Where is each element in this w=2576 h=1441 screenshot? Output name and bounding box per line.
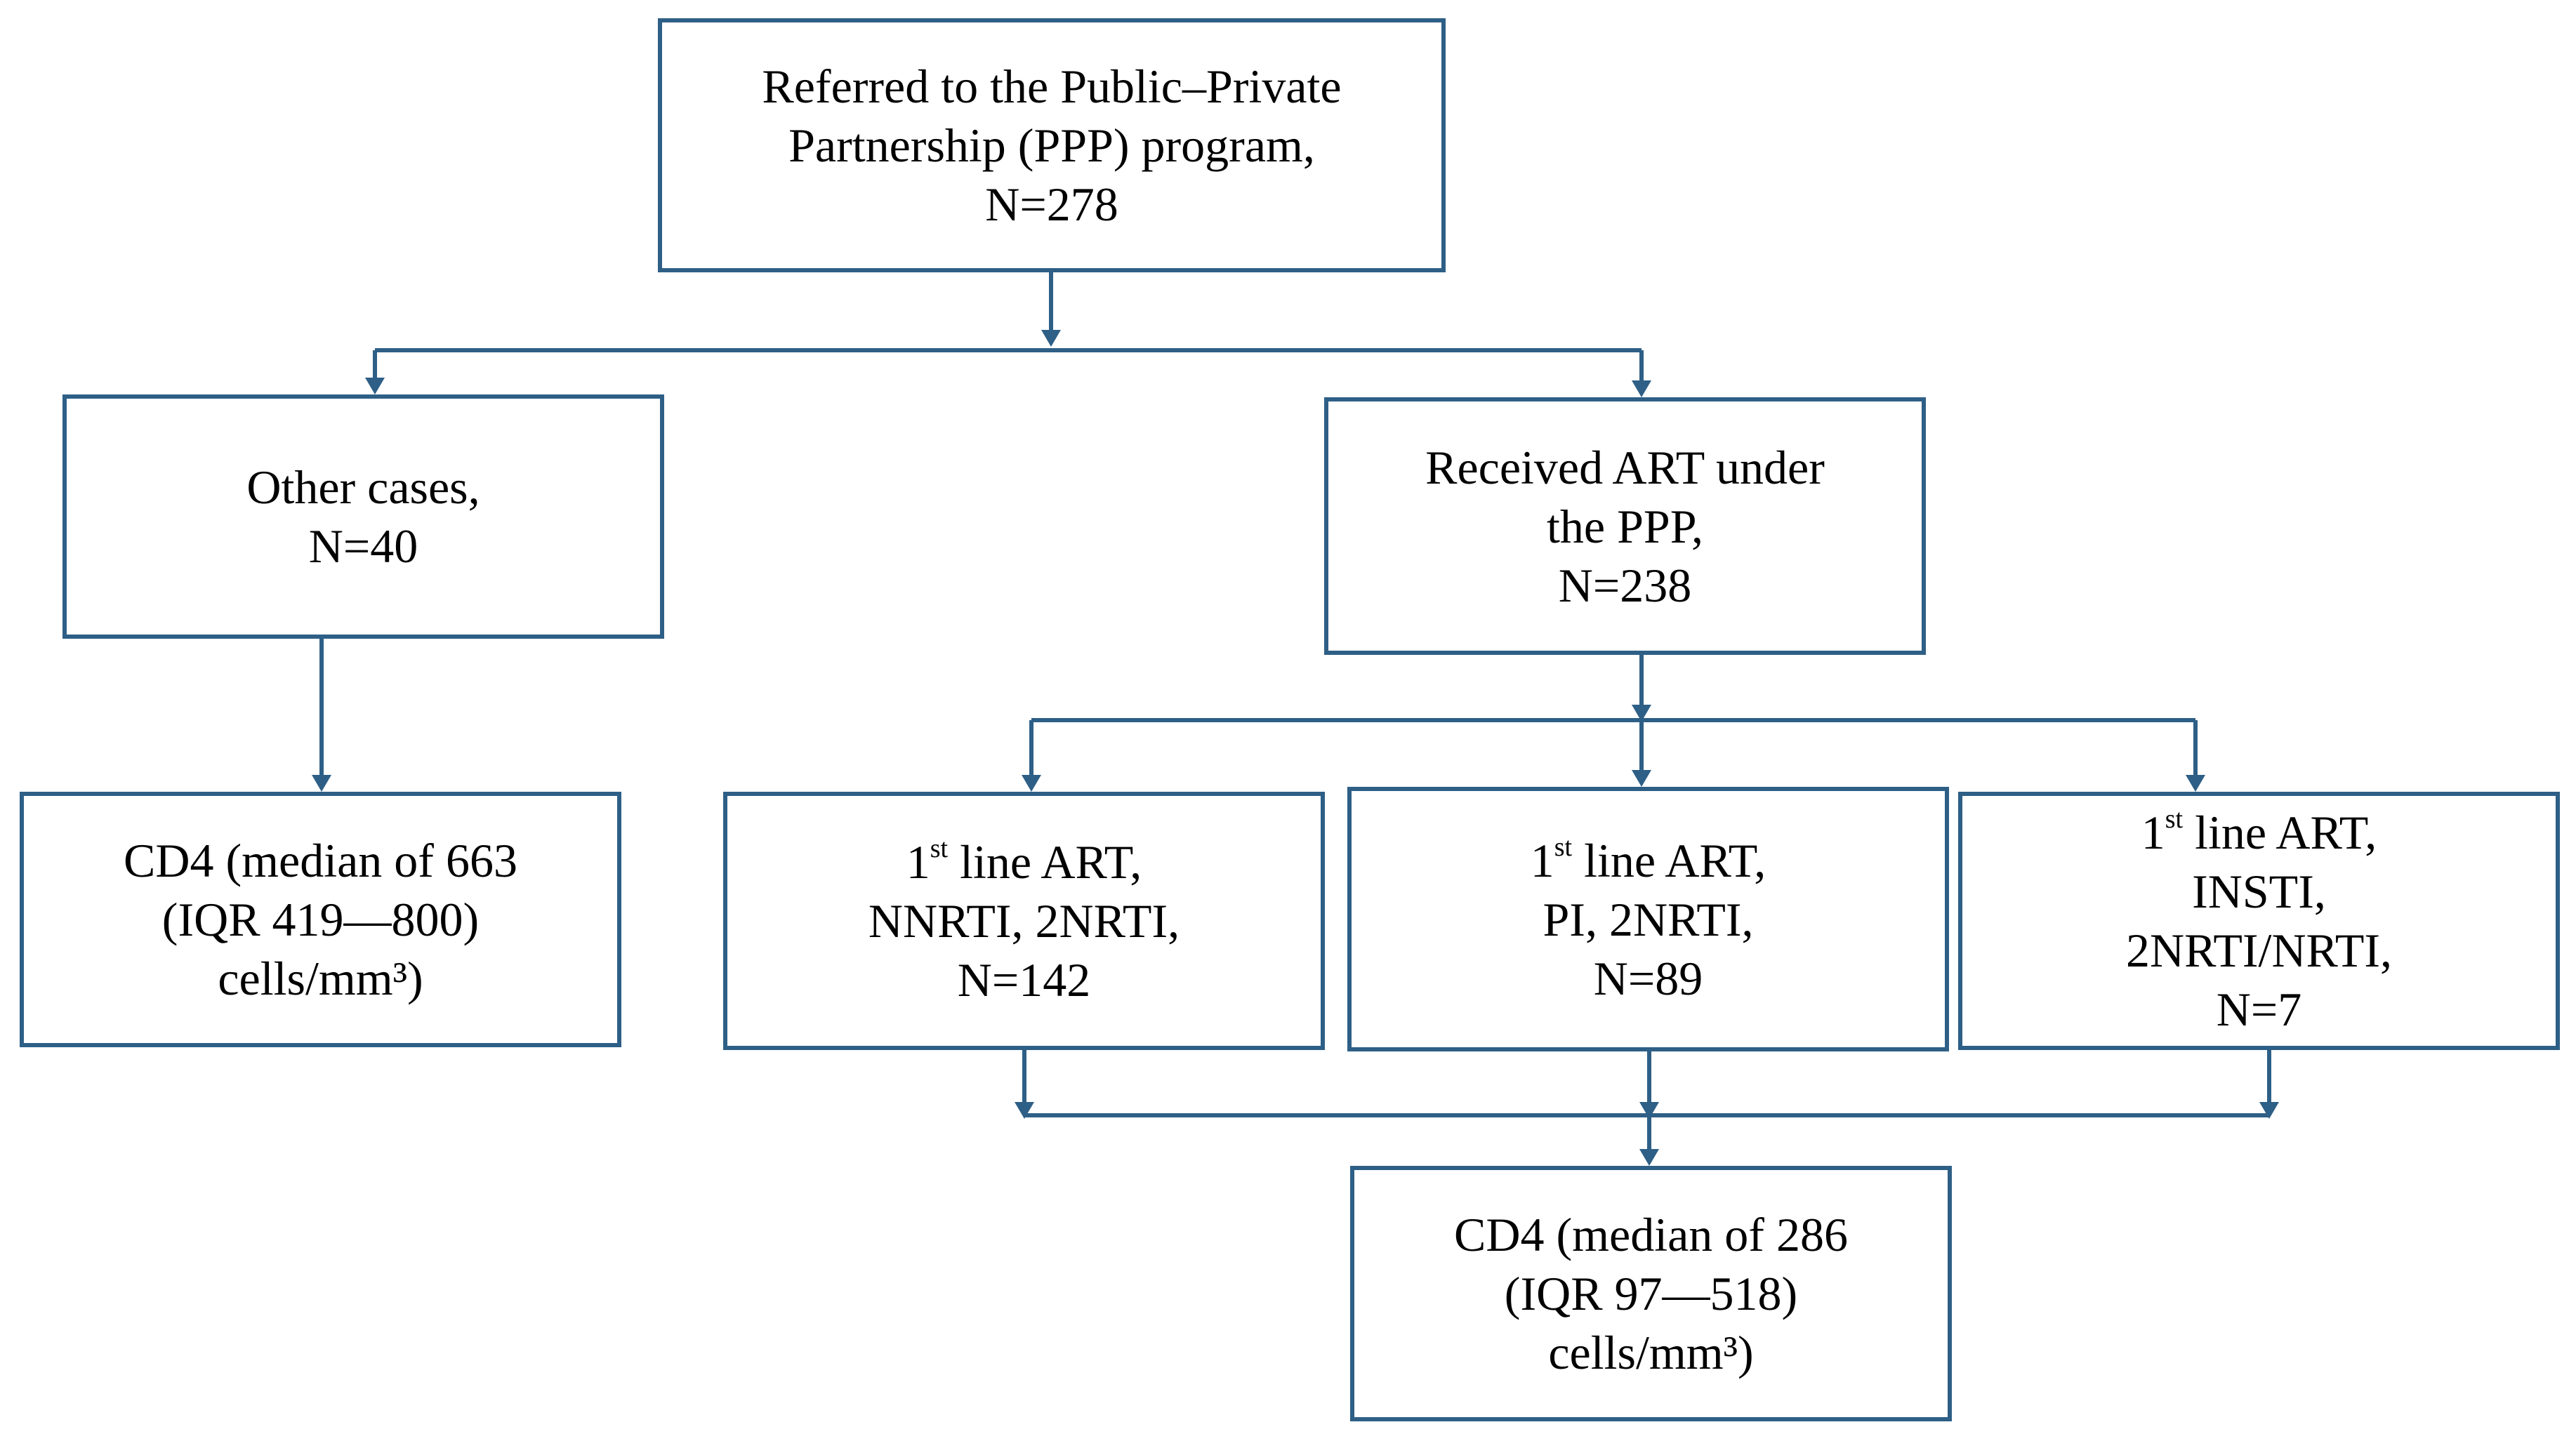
first-line-pi-box: 1st line ART, PI, 2NRTI, N=89 bbox=[1347, 787, 1949, 1051]
arrowhead-merge-right bbox=[2259, 1102, 2279, 1119]
insti-line-2: INSTI, bbox=[2192, 865, 2326, 918]
cd4-other-line-2: (IQR 419—800) bbox=[161, 893, 480, 946]
nnrti-line-2: NNRTI, 2NRTI, bbox=[868, 894, 1180, 948]
cd4-art-line-2: (IQR 97—518) bbox=[1504, 1267, 1798, 1320]
arrowhead-insti bbox=[2186, 775, 2205, 792]
pi-line-1-text: line ART, bbox=[1572, 833, 1766, 887]
received-art-line-3: N=238 bbox=[1558, 558, 1692, 612]
insti-line-1-text: line ART, bbox=[2183, 806, 2377, 859]
insti-ordinal-suffix: st bbox=[2165, 804, 2184, 835]
arrowhead-top-split bbox=[1041, 330, 1061, 347]
insti-line-3: 2NRTI/NRTI, bbox=[2125, 924, 2392, 977]
referred-line-3: N=278 bbox=[985, 178, 1118, 231]
cd4-other-line-1: CD4 (median of 663 bbox=[124, 834, 517, 887]
nnrti-ordinal-suffix: st bbox=[930, 834, 949, 864]
arrowhead-mid-split bbox=[1632, 705, 1651, 722]
arrowhead-merge-left bbox=[1015, 1102, 1034, 1119]
arrowhead-nnrti bbox=[1022, 775, 1041, 792]
received-art-line-1: Received ART under bbox=[1425, 440, 1825, 494]
referred-line-1: Referred to the Public–Private bbox=[762, 60, 1342, 113]
pi-line-3: N=89 bbox=[1593, 951, 1703, 1005]
arrowhead-pi bbox=[1632, 770, 1651, 787]
arrowhead-other bbox=[365, 378, 385, 394]
nnrti-line-3: N=142 bbox=[957, 953, 1091, 1007]
first-line-nnrti-box: 1st line ART, NNRTI, 2NRTI, N=142 bbox=[723, 792, 1325, 1050]
pi-ordinal: 1 bbox=[1530, 833, 1554, 887]
pi-line-2: PI, 2NRTI, bbox=[1543, 892, 1754, 946]
arrowhead-merge-mid bbox=[1639, 1102, 1659, 1119]
cd4-other-line-3: cells/mm³) bbox=[218, 952, 423, 1005]
nnrti-ordinal: 1 bbox=[906, 835, 930, 889]
received-art-line-2: the PPP, bbox=[1547, 499, 1703, 553]
pi-ordinal-suffix: st bbox=[1554, 832, 1573, 862]
arrowhead-received bbox=[1632, 380, 1651, 397]
other-cases-line-1: Other cases, bbox=[246, 460, 480, 514]
cd4-art-box: CD4 (median of 286 (IQR 97—518) cells/mm… bbox=[1350, 1166, 1952, 1421]
referred-line-2: Partnership (PPP) program, bbox=[788, 119, 1315, 172]
cd4-other-box: CD4 (median of 663 (IQR 419—800) cells/m… bbox=[20, 792, 621, 1047]
nnrti-line-1-text: line ART, bbox=[948, 835, 1142, 889]
insti-line-4: N=7 bbox=[2216, 983, 2302, 1036]
arrowhead-cd4-other bbox=[312, 775, 331, 792]
arrowhead-cd4-art bbox=[1639, 1149, 1659, 1166]
other-cases-box: Other cases, N=40 bbox=[62, 394, 664, 639]
nnrti-line-1: 1st line ART, bbox=[906, 832, 1142, 891]
cd4-art-line-3: cells/mm³) bbox=[1548, 1326, 1754, 1379]
other-cases-line-2: N=40 bbox=[308, 519, 418, 573]
insti-ordinal: 1 bbox=[2141, 806, 2165, 859]
cd4-art-line-1: CD4 (median of 286 bbox=[1454, 1208, 1848, 1261]
referred-box: Referred to the Public–Private Partnersh… bbox=[658, 18, 1446, 272]
pi-line-1: 1st line ART, bbox=[1531, 831, 1766, 890]
insti-line-1: 1st line ART, bbox=[2141, 803, 2377, 862]
received-art-box: Received ART under the PPP, N=238 bbox=[1324, 397, 1926, 655]
first-line-insti-box: 1st line ART, INSTI, 2NRTI/NRTI, N=7 bbox=[1958, 792, 2560, 1050]
